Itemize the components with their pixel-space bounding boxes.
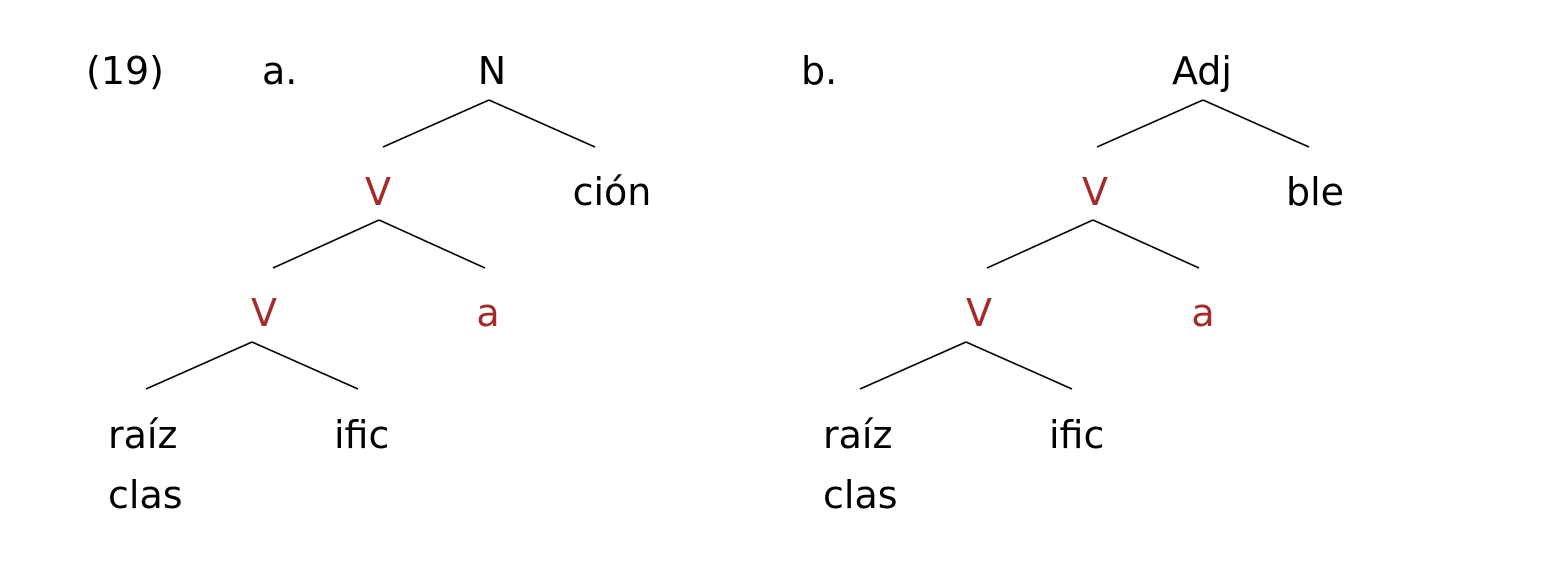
tree-b-label: b.: [801, 49, 837, 93]
tree-a-root-node: N: [478, 49, 506, 93]
tree-b-mid-v-node: V: [1082, 170, 1108, 214]
tree-a: a. N V ción V a raíz clas ific: [108, 49, 651, 517]
tree-a-affix-ific: ific: [334, 413, 389, 457]
tree-b-branch-mid-right: [1092, 219, 1200, 269]
tree-b-branch-low-left: [859, 341, 967, 390]
tree-a-theme-vowel: a: [476, 291, 499, 335]
tree-a-branch-low-right: [251, 341, 359, 390]
tree-b-theme-vowel: a: [1191, 291, 1214, 335]
tree-a-low-v-node: V: [251, 291, 277, 335]
tree-b-suffix-ble: ble: [1286, 170, 1344, 214]
tree-a-branch-root-right: [488, 99, 596, 148]
tree-a-root-leaf-line2: clas: [108, 473, 183, 517]
tree-a-branch-mid-right: [378, 219, 486, 269]
tree-a-root-leaf-line1: raíz: [108, 413, 177, 457]
example-number: (19): [86, 49, 164, 93]
tree-b: b. Adj V ble V a raíz clas ific: [801, 49, 1344, 517]
tree-b-root-leaf-line1: raíz: [823, 413, 892, 457]
tree-b-branch-mid-left: [986, 219, 1094, 269]
tree-b-branch-low-right: [965, 341, 1073, 390]
tree-b-low-v-node: V: [966, 291, 992, 335]
tree-b-affix-ific: ific: [1049, 413, 1104, 457]
tree-a-branch-mid-left: [272, 219, 380, 269]
tree-a-mid-v-node: V: [365, 170, 391, 214]
tree-a-label: a.: [262, 49, 297, 93]
tree-b-branch-root-left: [1096, 99, 1204, 148]
tree-a-branch-low-left: [145, 341, 253, 390]
tree-b-root-leaf-line2: clas: [823, 473, 898, 517]
tree-a-suffix-cion: ción: [573, 170, 652, 214]
tree-b-branch-root-right: [1202, 99, 1310, 148]
tree-b-root-node: Adj: [1172, 49, 1232, 93]
tree-a-branch-root-left: [382, 99, 490, 148]
